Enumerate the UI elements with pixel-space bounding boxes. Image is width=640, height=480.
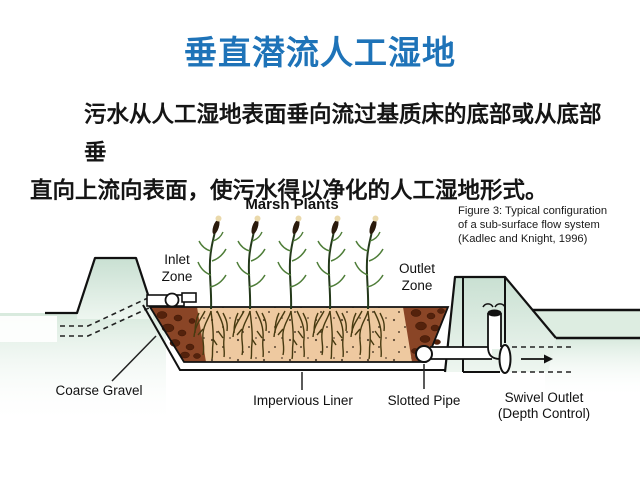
right-ground-wash — [545, 338, 640, 398]
marsh-plants-group — [197, 214, 384, 310]
slotted-pipe-end — [415, 345, 433, 363]
influent-dashed-line-bottom — [60, 306, 152, 337]
figure-caption-line3: (Kadlec and Knight, 1996) — [458, 233, 588, 245]
figure-caption-line1: Figure 3: Typical configuration — [458, 205, 607, 217]
wetland-diagram: Marsh Plants Inlet Zone Outlet Zone Coar… — [0, 185, 640, 445]
figure-caption-line2: of a sub-surface flow system — [458, 219, 600, 231]
swivel-arc-left-icon — [482, 303, 494, 308]
swivel-arc-right-icon — [494, 303, 506, 308]
coarse-gravel-pointer — [111, 335, 157, 382]
outlet-zone-label-line2: Zone — [402, 278, 433, 293]
swivel-outlet-label-line2: (Depth Control) — [498, 406, 590, 421]
body-line-2: 直向上流向表面，使污水得以净化的人工湿地形式。 — [30, 178, 548, 203]
inlet-valve-icon — [164, 292, 180, 308]
influent-dashed-line-top — [60, 296, 151, 327]
outlet-pipe-body — [430, 347, 492, 359]
inlet-zone-label-line1: Inlet — [164, 252, 190, 267]
flow-arrow-head-icon — [544, 354, 553, 364]
swivel-outlet-label-line1: Swivel Outlet — [505, 390, 584, 405]
inlet-pipe-channel — [0, 316, 57, 342]
inlet-berm — [77, 258, 153, 319]
pipe-elbow — [487, 346, 501, 360]
gravel-stones — [156, 308, 445, 359]
outlet-berm-outline — [443, 275, 557, 373]
coarse-gravel-label: Coarse Gravel — [55, 383, 142, 398]
body-line-1: 污水从人工湿地表面垂向流过基质床的底部或从底部垂 — [84, 102, 602, 165]
wetland-diagram-svg: Marsh Plants Inlet Zone Outlet Zone Coar… — [0, 196, 640, 425]
riser-pipe-body — [488, 313, 501, 349]
riser-cap — [487, 309, 502, 317]
inlet-fitting — [181, 292, 197, 303]
coarse-gravel-outlet — [403, 307, 448, 362]
inlet-berm-outline — [45, 256, 154, 315]
outlet-zone-label-line1: Outlet — [399, 261, 435, 276]
body-paragraph: 污水从人工湿地表面垂向流过基质床的底部或从底部垂 直向上流向表面，使污水得以净化… — [30, 96, 614, 210]
inlet-zone-label-line2: Zone — [162, 269, 193, 284]
marsh-plants-label: Marsh Plants — [245, 196, 338, 213]
page-title: 垂直潜流人工湿地 — [184, 34, 456, 71]
impervious-liner-label: Impervious Liner — [253, 393, 353, 408]
impervious-liner-outline — [142, 304, 455, 371]
slotted-pipe-label: Slotted Pipe — [388, 393, 461, 408]
outlet-opening — [498, 344, 512, 374]
